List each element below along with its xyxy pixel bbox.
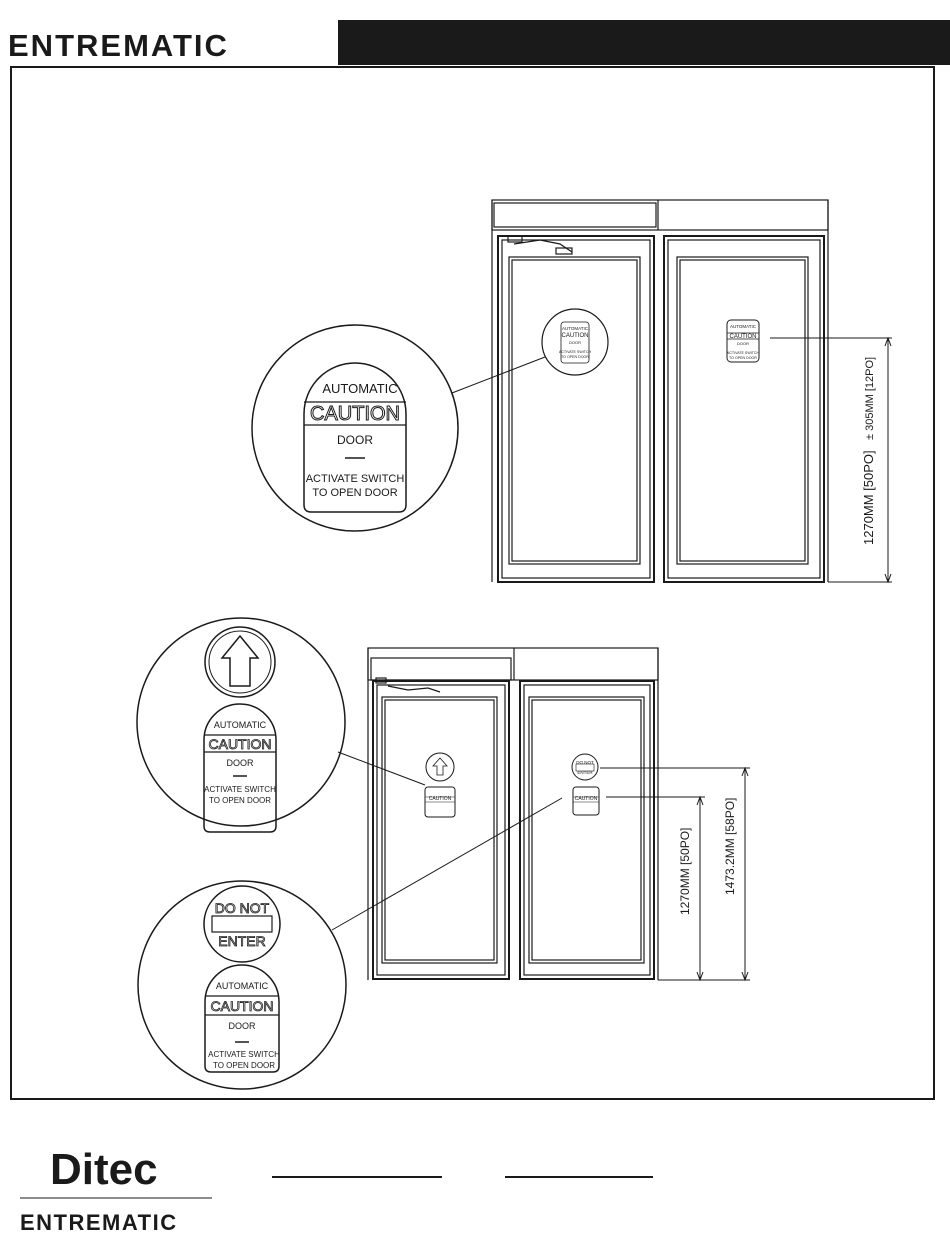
signature-line-left bbox=[272, 1176, 442, 1178]
sign-text: CAUTION bbox=[575, 796, 598, 802]
detail-sign-enter: ENTER bbox=[218, 933, 265, 949]
sign-text: CAUTION bbox=[429, 796, 452, 802]
sign-text: AUTOMATIC bbox=[730, 324, 757, 329]
bottom-door-assembly bbox=[367, 647, 659, 980]
detail-sign-caution: CAUTION bbox=[209, 736, 272, 752]
detail-sign-activate: ACTIVATE SWITCH bbox=[306, 473, 405, 485]
logo-sub-text: ENTREMATIC bbox=[20, 1210, 178, 1235]
header-bar bbox=[338, 20, 950, 65]
detail-sign-open: TO OPEN DOOR bbox=[209, 796, 271, 805]
sign-text: TO OPEN DOOR bbox=[729, 356, 757, 360]
detail-sign-caution: CAUTION bbox=[310, 403, 400, 425]
bottom-dim-b: 1473.2MM [58PO] bbox=[723, 798, 737, 895]
top-dim-height: 1270MM [50PO] bbox=[861, 450, 876, 545]
detail-sign-door: DOOR bbox=[337, 433, 373, 447]
detail-sign-open: TO OPEN DOOR bbox=[312, 487, 397, 499]
detail-sign-do-not: DO NOT bbox=[215, 900, 270, 916]
detail-sign-activate: ACTIVATE SWITCH bbox=[204, 785, 276, 794]
bottom-upper-detail-callout: AUTOMATIC CAUTION DOOR ACTIVATE SWITCH T… bbox=[136, 617, 426, 833]
sign-text: CAUTION bbox=[730, 334, 757, 340]
bottom-lower-detail-callout: DO NOT ENTER AUTOMATIC CAUTION DOOR ACTI… bbox=[137, 797, 563, 1090]
detail-sign-door: DOOR bbox=[229, 1021, 257, 1031]
arrow-up-icon bbox=[220, 634, 260, 687]
sign-text: ACTIVATE SWITCH bbox=[727, 351, 760, 355]
detail-sign-open: TO OPEN DOOR bbox=[213, 1061, 275, 1070]
bottom-right-door-signs: DO NOT ENTER CAUTION bbox=[571, 753, 600, 816]
logo-main-text: Ditec bbox=[50, 1145, 158, 1194]
door-operator-header bbox=[493, 202, 657, 228]
entrematic-logo-top: ENTREMATIC bbox=[8, 28, 229, 63]
bottom-dim-a: 1270MM [50PO] bbox=[678, 828, 692, 915]
top-detail-callout: AUTOMATIC CAUTION DOOR ACTIVATE SWITCH T… bbox=[251, 324, 546, 532]
signature-line-right bbox=[505, 1176, 653, 1178]
top-door-assembly bbox=[491, 199, 829, 583]
detail-sign-activate: ACTIVATE SWITCH bbox=[208, 1050, 280, 1059]
sign-text: TO OPEN DOOR bbox=[561, 355, 589, 359]
drawing-frame bbox=[10, 66, 935, 1100]
sign-text: CAUTION bbox=[562, 333, 589, 339]
top-dimension: 1270MM [50PO] ± 305MM [12PO] bbox=[770, 336, 892, 584]
sign-text: DO NOT bbox=[576, 760, 594, 765]
top-right-panel-sign: AUTOMATIC CAUTION DOOR ACTIVATE SWITCH T… bbox=[726, 319, 760, 363]
ditec-entrematic-logo: Ditec ENTREMATIC bbox=[20, 1145, 212, 1235]
sign-text: AUTOMATIC bbox=[562, 326, 589, 331]
sign-text: DOOR bbox=[737, 341, 749, 346]
top-dim-tolerance: ± 305MM [12PO] bbox=[864, 357, 876, 440]
detail-sign-automatic: AUTOMATIC bbox=[214, 720, 267, 730]
sign-text: DOOR bbox=[569, 340, 581, 345]
top-left-door-sign: AUTOMATIC CAUTION DOOR ACTIVATE SWITCH T… bbox=[541, 308, 609, 376]
detail-sign-automatic: AUTOMATIC bbox=[322, 381, 397, 396]
brand-text: ENTREMATIC bbox=[8, 28, 229, 63]
bottom-dimensions: 1270MM [50PO] 1473.2MM [58PO] bbox=[600, 766, 750, 982]
door-operator-header bbox=[370, 657, 512, 681]
detail-sign-automatic: AUTOMATIC bbox=[216, 981, 269, 991]
detail-sign-door: DOOR bbox=[227, 758, 255, 768]
bottom-left-door-signs: CAUTION bbox=[424, 752, 456, 818]
sign-text: ACTIVATE SWITCH bbox=[559, 350, 592, 354]
sign-text: ENTER bbox=[577, 770, 593, 775]
detail-sign-caution: CAUTION bbox=[211, 998, 274, 1014]
